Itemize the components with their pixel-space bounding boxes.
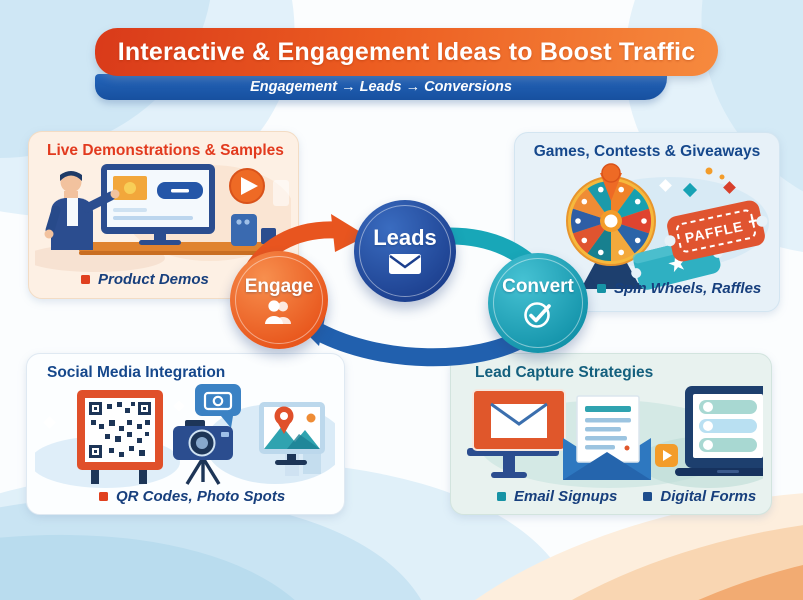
play-button-icon: [229, 168, 265, 204]
bullet-item: Email Signups: [497, 488, 617, 505]
bullet-square-icon: [643, 492, 653, 501]
social-media-illustration: [35, 384, 335, 488]
bullet-item: QR Codes, Photo Spots: [99, 488, 285, 505]
live-demo-illustration: [35, 164, 291, 272]
checkmark-icon: [524, 301, 551, 328]
bullet-square-icon: [497, 492, 506, 501]
bullet-item: Digital Forms: [643, 488, 756, 505]
bullet-label: QR Codes, Photo Spots: [116, 488, 286, 505]
card-title: Games, Contests & Giveaways: [533, 143, 761, 160]
bullet-square-icon: [597, 284, 606, 293]
flow-node-convert: Convert: [488, 253, 588, 353]
spin-wheel-icon: [566, 163, 656, 289]
signup-form-icon: [563, 395, 651, 480]
lead-capture-illustration: [467, 386, 763, 488]
email-monitor-icon: [467, 389, 566, 478]
bullet-list: Product Demos: [81, 271, 209, 288]
card-title: Lead Capture Strategies: [475, 364, 654, 381]
bullet-list: Email Signups Digital Forms: [497, 488, 756, 505]
form-rows: [699, 400, 757, 452]
leads-label: Leads: [373, 225, 437, 250]
card-social-media: Social Media Integration: [26, 353, 345, 515]
people-icon: [265, 299, 291, 324]
raffle-ticket-orange: PAFFLE: [664, 200, 768, 262]
bullet-list: Spin Wheels, Raffles: [597, 280, 761, 297]
card-games-contests: Games, Contests & Giveaways: [514, 132, 780, 312]
convert-label: Convert: [502, 275, 574, 297]
camera-bubble-icon: [195, 384, 241, 428]
presentation-monitor-icon: [101, 164, 215, 245]
page-title: Interactive & Engagement Ideas to Boost …: [117, 37, 696, 66]
bullet-square-icon: [81, 275, 90, 284]
card-lead-capture: Lead Capture Strategies: [450, 353, 772, 515]
flow-node-leads: Leads: [354, 200, 456, 302]
bullet-label: Email Signups: [514, 488, 618, 505]
qr-code-sign-icon: [77, 390, 163, 484]
submit-button-icon: [655, 444, 678, 467]
header-banner: Interactive & Engagement Ideas to Boost …: [95, 28, 718, 76]
card-title: Social Media Integration: [47, 364, 226, 381]
page-subtitle: Engagement → Leads → Conversions: [250, 79, 512, 95]
bullet-square-icon: [99, 492, 108, 501]
envelope-icon: [389, 254, 421, 274]
bullet-label: Product Demos: [98, 271, 209, 288]
digital-form-laptop-icon: [675, 386, 763, 476]
location-pin-icon: [274, 406, 294, 434]
header-subtitle-bar: Engagement → Leads → Conversions: [95, 74, 667, 100]
card-live-demonstrations: Live Demonstrations & Samples: [28, 131, 299, 299]
flow-node-engage: Engage: [230, 251, 328, 349]
bullet-item: Product Demos: [81, 271, 209, 288]
games-illustration: ★ PAFFLE: [566, 163, 769, 290]
photo-spot-monitor-icon: [259, 402, 325, 465]
card-title: Live Demonstrations & Samples: [47, 142, 284, 159]
desk: [79, 242, 283, 255]
bullet-label: Spin Wheels, Raffles: [614, 280, 762, 297]
bullet-list: QR Codes, Photo Spots: [99, 488, 285, 505]
engage-label: Engage: [244, 275, 314, 297]
camera-tripod-icon: [173, 420, 233, 485]
bullet-item: Spin Wheels, Raffles: [597, 280, 761, 297]
bullet-label: Digital Forms: [660, 488, 757, 505]
presenter-person: [44, 171, 120, 250]
